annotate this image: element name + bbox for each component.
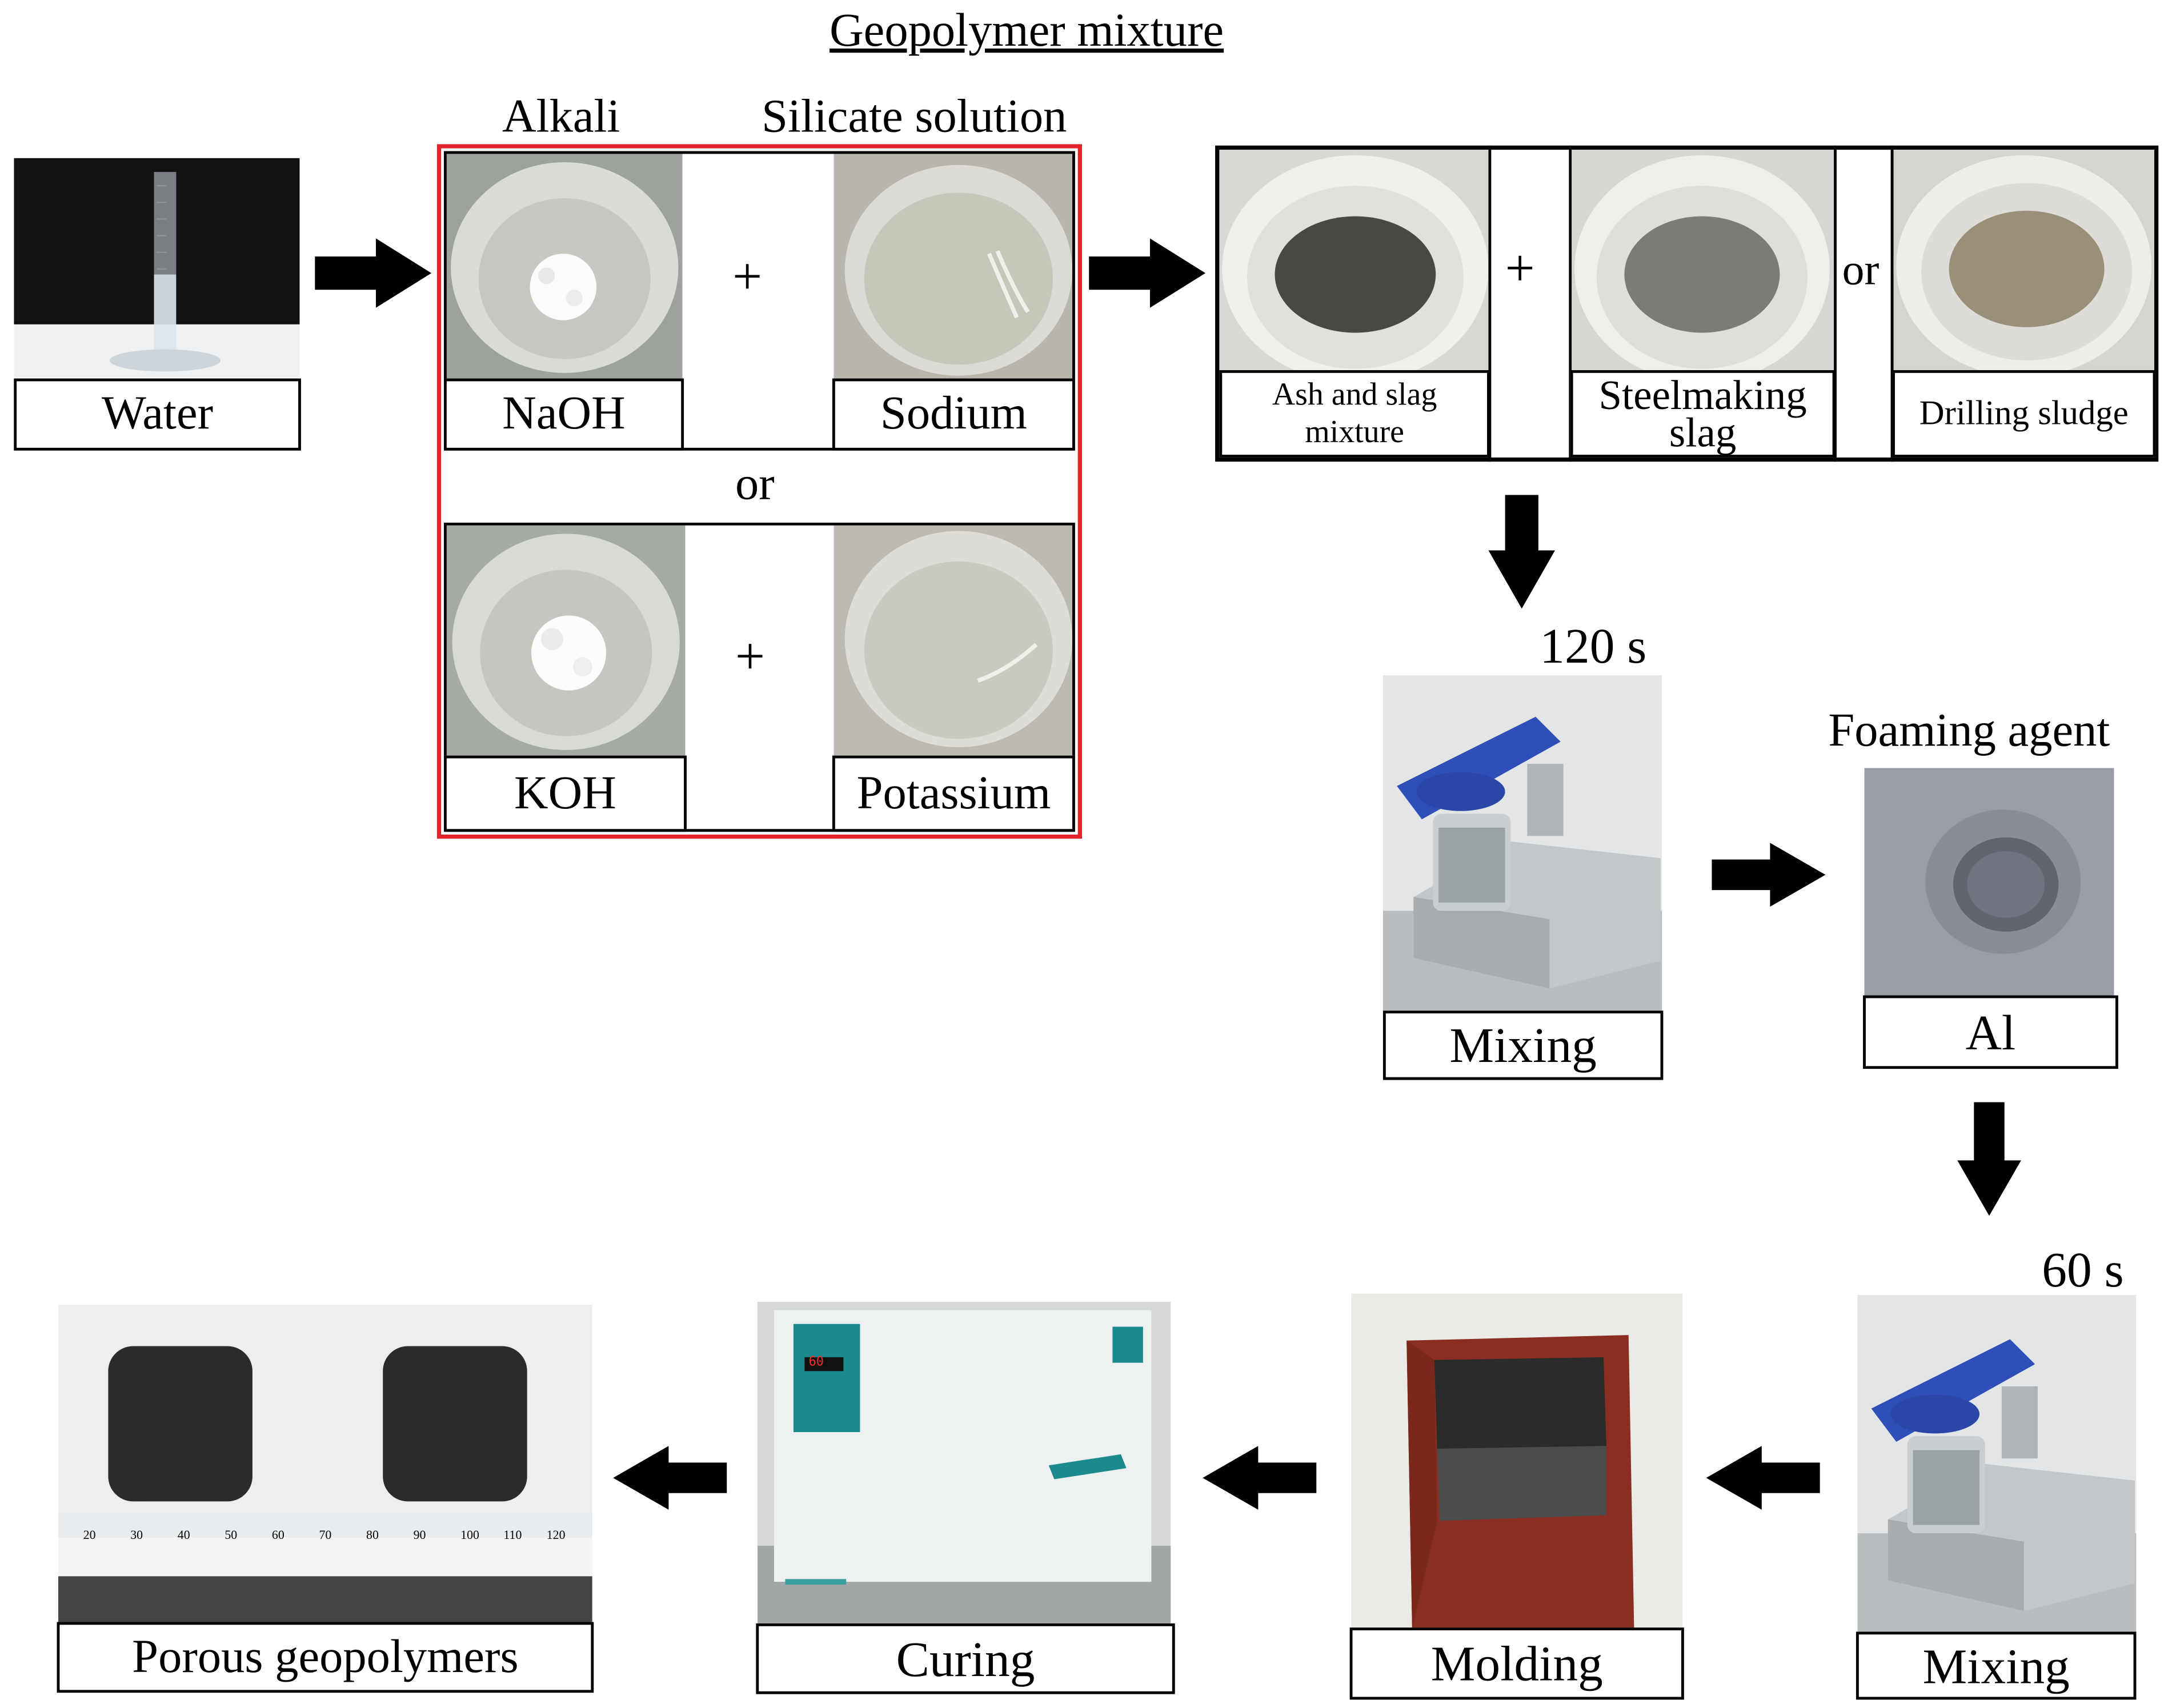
- mixing-label-1: Mixing: [1382, 1011, 1664, 1080]
- ruler-ticks: 20 30 40 50 60 70 80 90 100 110 120: [83, 1527, 583, 1544]
- ruler-tick-label: 20: [83, 1527, 96, 1542]
- ruler-tick-label: 120: [546, 1527, 566, 1542]
- mixing-time-120: 120 s: [1540, 618, 1647, 674]
- mold-photo: [1351, 1293, 1683, 1629]
- koh-label: KOH: [444, 755, 687, 832]
- ruler-tick-label: 100: [460, 1527, 479, 1542]
- porous-geopolymers-label: Porous geopolymers: [57, 1622, 594, 1693]
- diagram-title: Geopolymer mixture: [829, 5, 1224, 57]
- arrow-down-icon: [1488, 495, 1556, 609]
- naoh-photo: [446, 154, 683, 379]
- ruler-tick-label: 110: [503, 1527, 522, 1542]
- naoh-label: NaOH: [444, 378, 684, 451]
- potassium-label: Potassium: [832, 755, 1075, 832]
- oven-display: 60: [808, 1356, 824, 1370]
- aluminum-powder-photo: [1864, 768, 2114, 996]
- potassium-row-frame: [444, 522, 1075, 832]
- ruler-tick-label: 50: [225, 1527, 238, 1542]
- plus-sign-2: +: [735, 628, 766, 687]
- arrow-right-icon: [1089, 238, 1206, 308]
- porous-geopolymer-photo: [58, 1304, 592, 1622]
- steelmaking-slag-photo: [1572, 150, 1834, 372]
- sodium-label: Sodium: [832, 378, 1075, 451]
- arrow-down-icon: [1957, 1102, 2021, 1216]
- precursor-divider: [1890, 145, 1894, 462]
- molding-label: Molding: [1349, 1627, 1684, 1700]
- sodium-row-frame: [444, 151, 1075, 451]
- potassium-silicate-photo: [833, 525, 1072, 756]
- ash-slag-label: Ash and slag mixture: [1219, 370, 1490, 458]
- sodium-silicate-photo: [833, 154, 1072, 379]
- water-label: Water: [14, 378, 301, 451]
- arrow-left-icon: [1706, 1446, 1820, 1510]
- plus-sign-1: +: [732, 248, 763, 307]
- mixer-photo: [1382, 675, 1662, 1011]
- ruler-tick-label: 30: [130, 1527, 143, 1542]
- alkali-header: Alkali: [502, 91, 620, 143]
- ruler-tick-label: 70: [319, 1527, 332, 1542]
- arrow-right-icon: [1712, 843, 1826, 907]
- steelmaking-slag-label: Steelmaking slag: [1570, 370, 1836, 458]
- ruler-tick-label: 40: [177, 1527, 190, 1542]
- arrow-left-icon: [613, 1446, 727, 1510]
- precursor-divider: [1834, 145, 1837, 462]
- silicate-header: Silicate solution: [762, 91, 1067, 143]
- precursor-divider: [1488, 145, 1492, 462]
- or-separator-precursors: or: [1842, 244, 1880, 294]
- oven-photo: [757, 1301, 1171, 1623]
- curing-label: Curing: [756, 1623, 1175, 1694]
- koh-photo: [446, 525, 686, 756]
- arrow-right-icon: [315, 238, 432, 308]
- foaming-agent-header: Foaming agent: [1828, 705, 2110, 757]
- ruler-tick-label: 90: [413, 1527, 426, 1542]
- ruler-tick-label: 80: [366, 1527, 379, 1542]
- drilling-sludge-label: Drilling sludge: [1892, 370, 2156, 458]
- precursor-divider: [1569, 145, 1572, 462]
- mixing-label-2: Mixing: [1856, 1631, 2137, 1700]
- ash-slag-photo: [1219, 150, 1489, 372]
- or-separator-alkali: or: [735, 459, 775, 511]
- precursors-frame: [1215, 145, 2159, 462]
- al-label: Al: [1863, 995, 2118, 1069]
- alkali-silicate-frame: [436, 144, 1082, 839]
- plus-sign-3: +: [1505, 239, 1535, 298]
- water-photo: [14, 158, 300, 378]
- mixing-time-60: 60 s: [2042, 1242, 2124, 1298]
- drilling-sludge-photo: [1893, 150, 2154, 372]
- arrow-left-icon: [1203, 1446, 1317, 1510]
- ruler-tick-label: 60: [271, 1527, 284, 1542]
- mixer-photo-2: [1857, 1294, 2137, 1633]
